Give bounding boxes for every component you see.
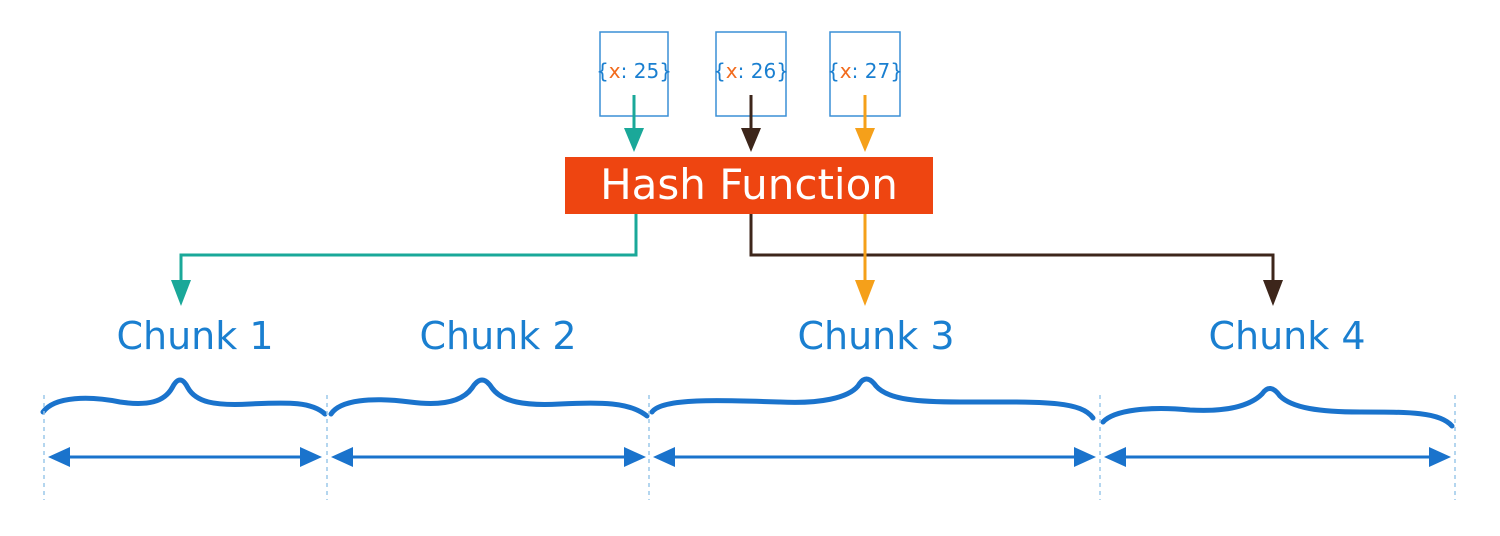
hash-function-label: Hash Function <box>600 160 898 209</box>
document-box-27: {x: 27} <box>827 31 903 117</box>
route-arrow-to-chunk-4 <box>749 214 1283 306</box>
doc-field-name: x <box>840 59 852 83</box>
chunk-4-label: Chunk 4 <box>1208 314 1365 358</box>
route-arrow-to-chunk-3 <box>855 214 875 306</box>
doc-field-value: 25 <box>634 59 659 83</box>
chunk-2-range-arrow <box>331 447 646 467</box>
doc-field-name: x <box>726 59 738 83</box>
chunk-1-range-arrow <box>48 447 322 467</box>
chunk-4-range-arrow <box>1104 447 1451 467</box>
doc-close-brace: } <box>890 59 903 83</box>
doc-open-brace: { <box>827 59 840 83</box>
doc-field-value: 27 <box>865 59 890 83</box>
doc-open-brace: { <box>596 59 609 83</box>
doc-field-name: x <box>609 59 621 83</box>
document-box-25: {x: 25} <box>596 31 672 117</box>
doc-separator: : <box>852 59 865 83</box>
chunk-1-label: Chunk 1 <box>116 314 273 358</box>
doc-open-brace: { <box>713 59 726 83</box>
svg-text:{x: 26}: {x: 26} <box>713 59 789 83</box>
chunk-1-brace <box>40 377 328 417</box>
input-arrow-25 <box>624 95 644 152</box>
doc-field-value: 26 <box>751 59 776 83</box>
hash-function-box: Hash Function <box>565 157 933 214</box>
doc-close-brace: } <box>659 59 672 83</box>
doc-separator: : <box>621 59 634 83</box>
chunk-3-label: Chunk 3 <box>797 314 954 358</box>
document-box-26: {x: 26} <box>713 31 789 117</box>
svg-text:{x: 27}: {x: 27} <box>827 59 903 83</box>
chunk-3-range-arrow <box>653 447 1096 467</box>
input-arrow-26 <box>741 95 761 152</box>
chunk-4-brace <box>1100 386 1455 429</box>
chunk-2-brace <box>328 377 650 419</box>
doc-separator: : <box>738 59 751 83</box>
svg-text:{x: 25}: {x: 25} <box>596 59 672 83</box>
input-arrow-27 <box>855 95 875 152</box>
chunk-2-label: Chunk 2 <box>419 314 576 358</box>
doc-close-brace: } <box>776 59 789 83</box>
chunk-3-brace <box>649 376 1096 421</box>
chunk-dividers <box>43 395 1456 500</box>
route-arrow-to-chunk-1 <box>171 214 638 306</box>
